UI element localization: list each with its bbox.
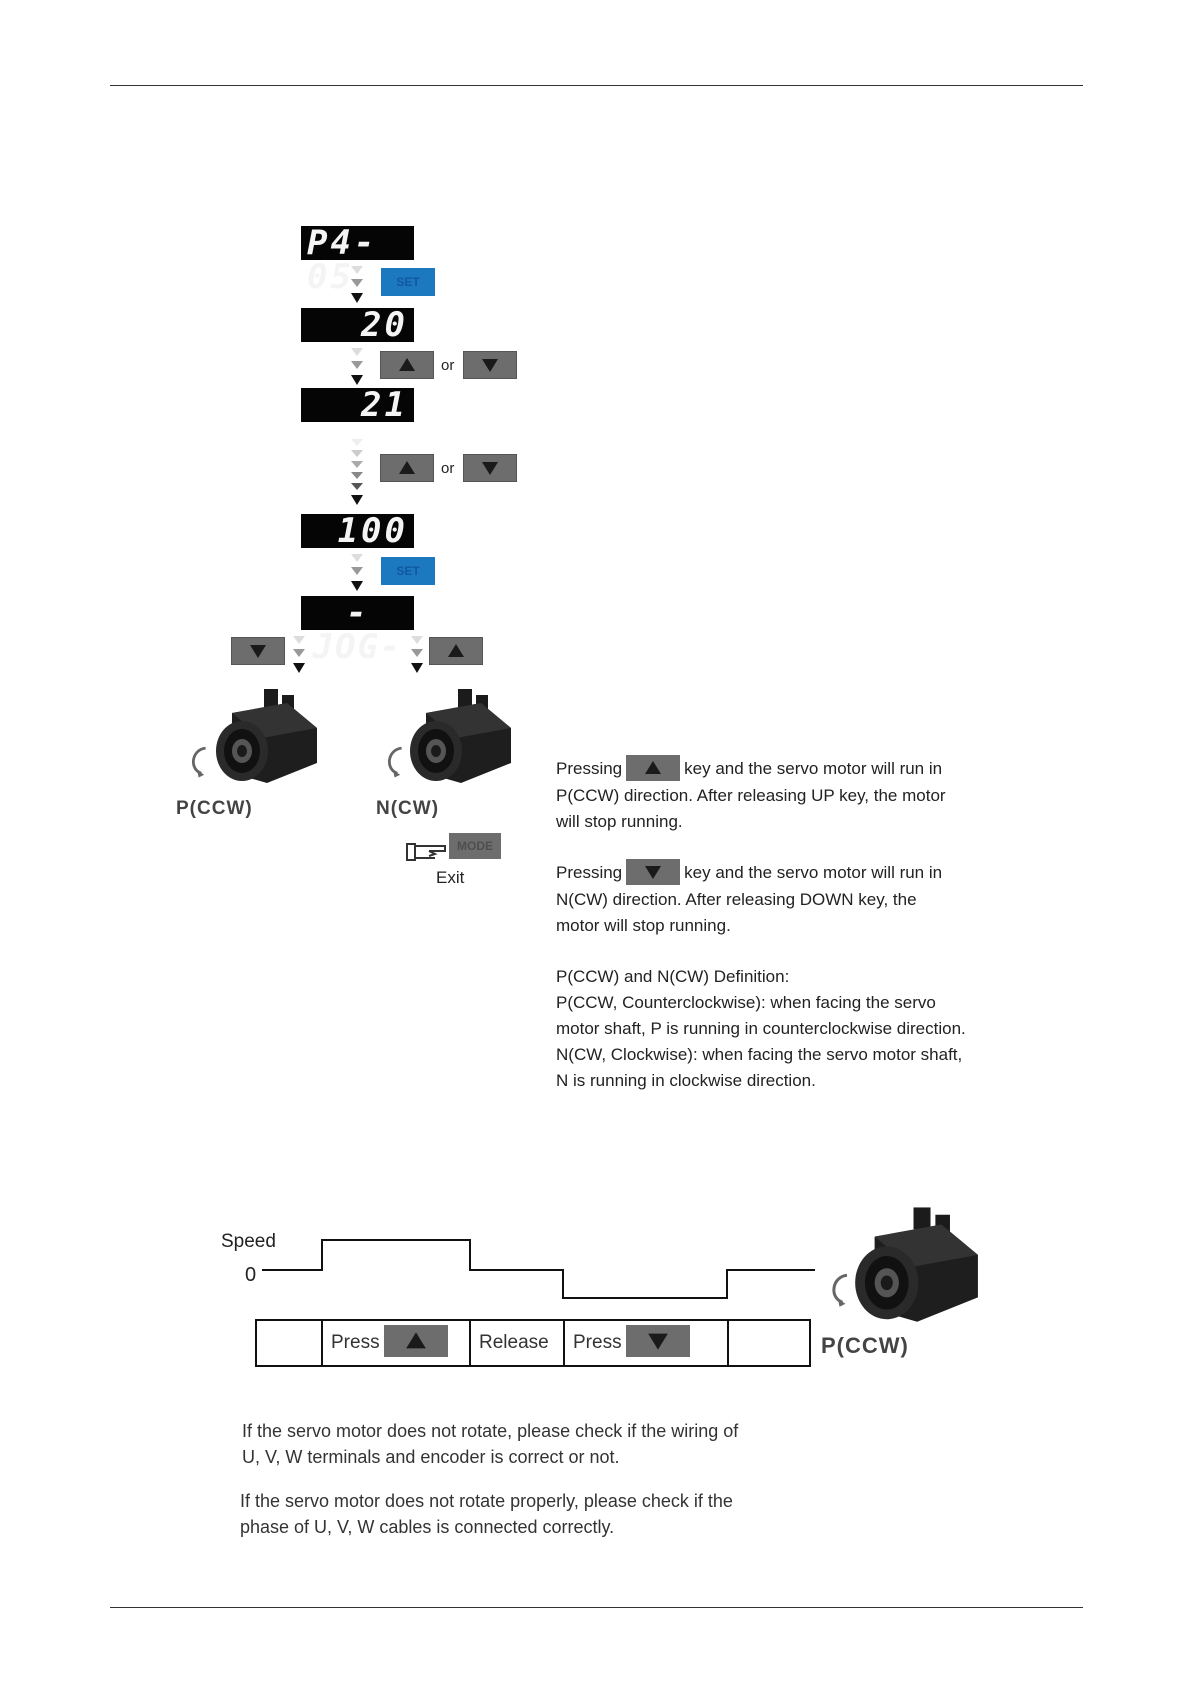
definition-line4: N is running in clockwise direction. — [556, 1071, 816, 1090]
rotation-arrow-icon — [382, 738, 410, 782]
lcd-display-value-2: 21 — [301, 388, 414, 422]
pointing-hand-icon — [405, 838, 451, 864]
down-key-1[interactable] — [463, 351, 517, 379]
timing-motor-label: P(CCW) — [821, 1333, 909, 1358]
timing-cell-5 — [727, 1319, 811, 1367]
note2-line1: If the servo motor does not rotate prope… — [240, 1491, 733, 1511]
definition-line3: N(CW, Clockwise): when facing the servo … — [556, 1045, 963, 1064]
up-arrow-key-icon — [381, 352, 433, 378]
set-key-2[interactable]: SET — [381, 557, 435, 585]
timing-cell-press-down: Press — [563, 1319, 729, 1367]
definition-line1: P(CCW, Counterclockwise): when facing th… — [556, 993, 936, 1012]
up-arrow-key-icon — [430, 638, 482, 664]
up-arrow-key-icon — [381, 455, 433, 481]
exit-label: Exit — [436, 868, 465, 887]
lcd-display-param: P4-05 — [301, 226, 414, 294]
down-text-line2: N(CW) direction. After releasing DOWN ke… — [556, 889, 917, 909]
speed-label: Speed — [221, 1231, 276, 1252]
lcd-display-value-1: 20 — [301, 308, 414, 342]
down-key-2[interactable] — [463, 454, 517, 482]
bottom-rule — [110, 1607, 1083, 1608]
pressing-label: Pressing — [556, 863, 623, 882]
timing-cell-release: Release — [469, 1319, 565, 1367]
flow-arrow-right — [410, 635, 424, 675]
rotation-arrow-icon — [186, 738, 214, 782]
down-arrow-key-icon — [626, 858, 681, 885]
note1-line2: U, V, W terminals and encoder is correct… — [242, 1447, 620, 1467]
down-text-line3: motor will stop running. — [556, 915, 731, 935]
press-label: Press — [573, 1332, 622, 1353]
or-label-1: or — [441, 357, 455, 374]
flow-arrow-2 — [350, 347, 364, 387]
pressing-label: Pressing — [556, 759, 623, 778]
lcd-display-value-3: 100 — [301, 514, 414, 548]
up-arrow-key-icon — [383, 1324, 448, 1357]
direction-definition: P(CCW) and N(CW) Definition: P(CCW, Coun… — [556, 964, 1056, 1094]
down-arrow-key-icon — [464, 455, 516, 481]
rotation-arrow-icon — [826, 1264, 856, 1312]
note-wiring: If the servo motor does not rotate, plea… — [242, 1418, 738, 1470]
up-key-description: Pressing key and the servo motor will run… — [556, 754, 1036, 835]
timing-cell-1 — [255, 1319, 323, 1367]
note2-line2: phase of U, V, W cables is connected cor… — [240, 1517, 615, 1537]
press-label: Press — [331, 1332, 380, 1353]
motor-label-pccw: P(CCW) — [176, 798, 253, 819]
up-text-rest: key and the servo motor will run in — [684, 759, 943, 778]
note-phase: If the servo motor does not rotate prope… — [240, 1488, 733, 1540]
motor-label-ncw: N(CW) — [376, 798, 440, 819]
down-arrow-key-icon — [232, 638, 284, 664]
down-arrow-key-icon — [464, 352, 516, 378]
speed-waveform — [262, 1239, 815, 1299]
flow-arrow-4 — [350, 553, 364, 593]
note1-line1: If the servo motor does not rotate, plea… — [242, 1421, 739, 1441]
definition-line2: motor shaft, P is running in countercloc… — [556, 1019, 966, 1038]
down-key-jog[interactable] — [231, 637, 285, 665]
up-text-line2: P(CCW) direction. After releasing UP key… — [556, 785, 946, 805]
down-text-rest: key and the servo motor will run in — [684, 863, 943, 882]
down-key-description: Pressing key and the servo motor will run… — [556, 858, 1036, 939]
up-key-jog[interactable] — [429, 637, 483, 665]
flow-arrow-left — [292, 635, 306, 675]
down-arrow-key-icon — [625, 1324, 690, 1357]
set-key-1[interactable]: SET — [381, 268, 435, 296]
up-key-2[interactable] — [380, 454, 434, 482]
flow-arrow-3 — [350, 438, 364, 508]
zero-label: 0 — [245, 1264, 257, 1286]
up-text-line3: will stop running. — [556, 811, 683, 831]
up-arrow-key-icon — [626, 754, 681, 781]
lcd-display-jog: -JOG- — [301, 596, 414, 664]
mode-key[interactable]: MODE — [449, 833, 501, 859]
up-key-1[interactable] — [380, 351, 434, 379]
definition-title: P(CCW) and N(CW) Definition: — [556, 967, 790, 986]
flow-arrow-1 — [350, 265, 364, 305]
top-rule — [110, 85, 1083, 86]
or-label-2: or — [441, 460, 455, 477]
timing-cell-press-up: Press — [321, 1319, 471, 1367]
